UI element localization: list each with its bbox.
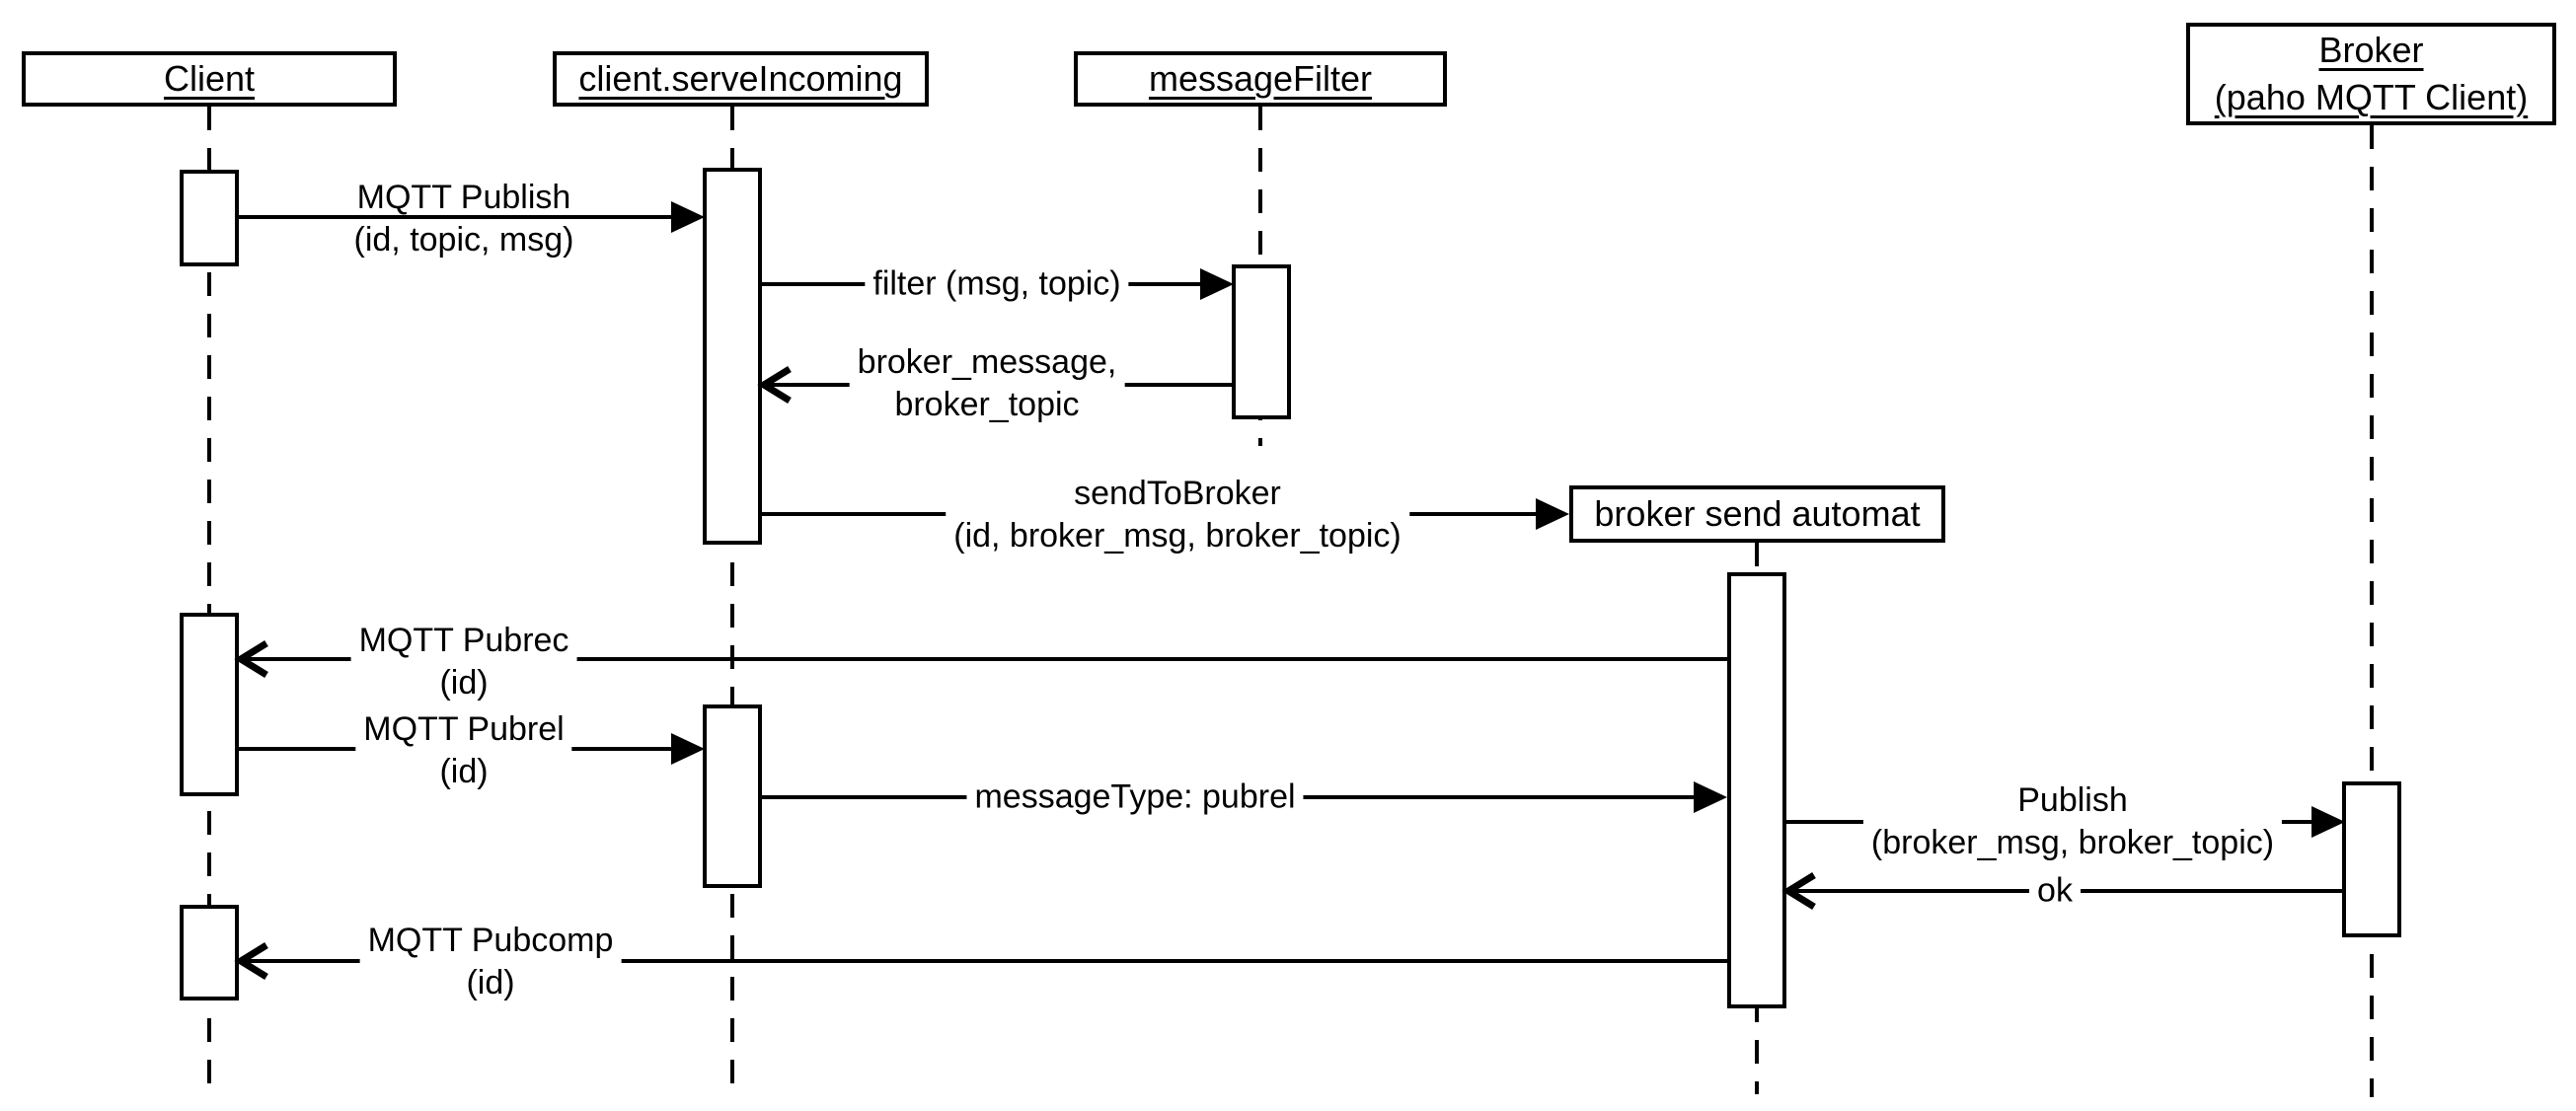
client-lifeline [207, 107, 211, 1094]
participant-client: Client [22, 51, 397, 107]
open-arrowhead [757, 366, 792, 404]
filled-arrowhead [1694, 781, 1727, 813]
broker-activation [2342, 781, 2401, 937]
serveincoming-activation-2 [703, 704, 762, 888]
participant-client-label: Client [163, 58, 256, 99]
filled-arrowhead [2311, 806, 2345, 838]
participant-serveincoming-label: client.serveIncoming [578, 58, 903, 99]
client-activation-2 [180, 613, 239, 796]
message-label: broker_message, broker_topic [849, 341, 1125, 426]
message-label: MQTT Pubrel (id) [355, 708, 572, 793]
participant-broker-label: Broker [2318, 30, 2424, 70]
filled-arrowhead [671, 201, 705, 233]
message-line [239, 215, 671, 219]
filled-arrowhead [1536, 498, 1569, 530]
serveincoming-activation-1 [703, 168, 762, 545]
message-label: Publish (broker_msg, broker_topic) [1862, 779, 2283, 864]
filled-arrowhead [671, 733, 705, 765]
message-label: MQTT Publish (id, topic, msg) [353, 179, 574, 259]
open-arrowhead [1781, 872, 1816, 910]
client-activation-3 [180, 905, 239, 1000]
client-activation-1 [180, 170, 239, 266]
broker-send-automat-activation [1727, 572, 1786, 1008]
participant-broker-send-automat: broker send automat [1569, 485, 1945, 543]
participant-broker-send-automat-label: broker send automat [1594, 493, 1921, 534]
participant-messagefilter: messageFilter [1074, 51, 1447, 107]
message-label: MQTT Pubcomp (id) [359, 920, 622, 1004]
participant-broker-sublabel: (paho MQTT Client) [2214, 77, 2529, 117]
message-label: filter (msg, topic) [865, 262, 1129, 306]
message-label: messageType: pubrel [966, 776, 1304, 819]
message-line [239, 959, 1727, 963]
participant-broker: Broker (paho MQTT Client) [2186, 23, 2556, 125]
participant-messagefilter-label: messageFilter [1148, 58, 1373, 99]
message-label: ok [2029, 869, 2081, 913]
broker-lifeline [2370, 125, 2374, 1097]
message-line [239, 657, 1727, 661]
message-label: sendToBroker (id, broker_msg, broker_top… [946, 473, 1409, 557]
message-label: MQTT Pubrec (id) [350, 620, 577, 704]
participant-serveincoming: client.serveIncoming [553, 51, 929, 107]
messagefilter-activation [1232, 264, 1291, 419]
open-arrowhead [234, 942, 268, 980]
open-arrowhead [234, 640, 268, 678]
serveincoming-lifeline [730, 107, 734, 1094]
filled-arrowhead [1200, 268, 1234, 300]
